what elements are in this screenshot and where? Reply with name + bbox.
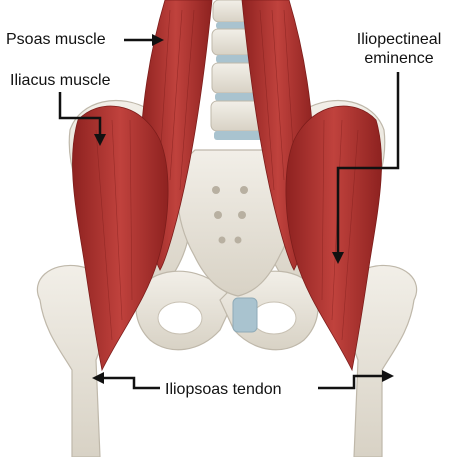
tendon-pointer-left-arrow — [92, 372, 160, 388]
pubic-symphysis — [233, 298, 257, 332]
iliopsoas-tendon-label: Iliopsoas tendon — [165, 380, 282, 399]
psoas-muscle-label: Psoas muscle — [6, 30, 106, 49]
iliopectineal-label-line2: eminence — [348, 49, 450, 68]
iliopectineal-label-line1: Iliopectineal — [348, 30, 450, 49]
iliacus-muscle-label: Iliacus muscle — [10, 71, 110, 90]
iliopectineal-eminence-label: Iliopectineal eminence — [348, 30, 450, 68]
